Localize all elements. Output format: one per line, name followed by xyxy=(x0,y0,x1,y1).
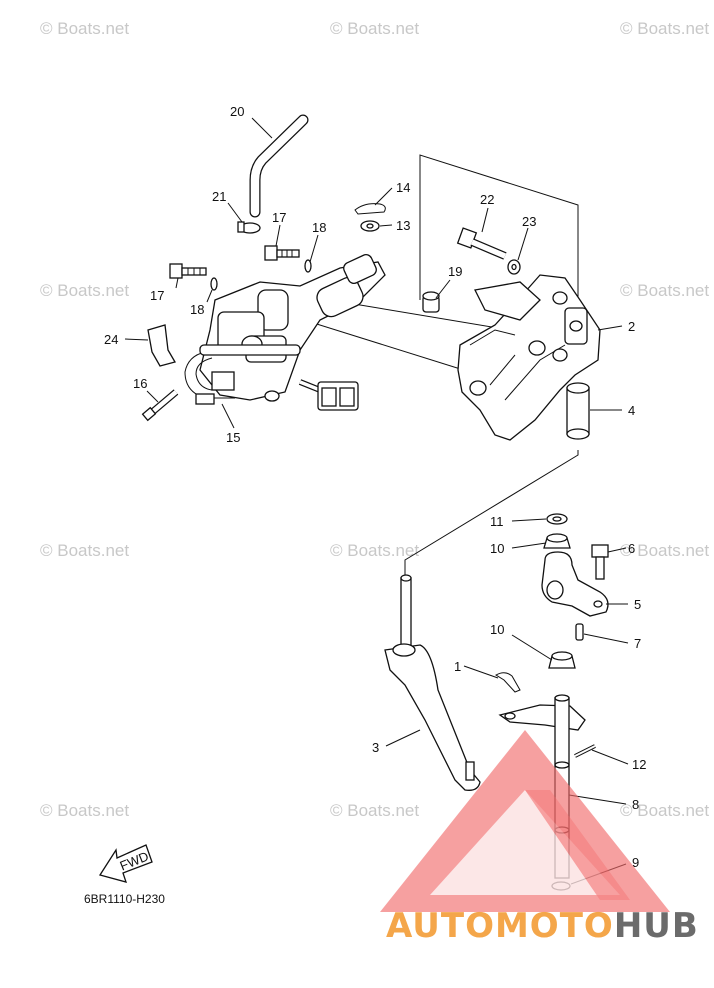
callout-10-upper: 10 xyxy=(490,541,504,556)
bracket-part-2 xyxy=(457,274,601,441)
watermark: © Boats.net xyxy=(330,19,419,38)
watermark: © Boats.net xyxy=(40,541,129,560)
watermark: © Boats.net xyxy=(620,281,709,300)
tilt-motor-part-15 xyxy=(184,254,386,411)
pin-part-12 xyxy=(574,744,596,758)
callout-9: 9 xyxy=(632,855,639,870)
callout-18-upper: 18 xyxy=(312,220,326,235)
callout-23: 23 xyxy=(522,214,536,229)
callout-19: 19 xyxy=(448,264,462,279)
clamp-part-21 xyxy=(237,221,261,234)
clip-part-1 xyxy=(495,672,521,693)
arm-part-5 xyxy=(541,551,609,617)
callout-7: 7 xyxy=(634,636,641,651)
steering-arm-part-3 xyxy=(384,574,481,791)
watermark: © Boats.net xyxy=(620,801,709,820)
washer-part-23 xyxy=(507,259,521,275)
callout-8: 8 xyxy=(632,797,639,812)
brand-logo xyxy=(380,730,670,912)
callout-11: 11 xyxy=(490,514,504,529)
bolt-part-22 xyxy=(456,227,507,260)
hose-part-20 xyxy=(249,114,309,218)
washer-part-11 xyxy=(546,513,568,525)
fwd-arrow-icon: FWD xyxy=(98,844,153,883)
callout-5: 5 xyxy=(634,597,641,612)
bolt-part-17-upper xyxy=(264,245,300,261)
watermark: © Boats.net xyxy=(620,541,709,560)
nut-part-10-upper xyxy=(543,533,571,549)
logo-triangle-slash xyxy=(525,790,630,900)
callouts: 20 21 17 18 17 18 14 13 22 23 19 2 4 24 … xyxy=(104,104,646,870)
callout-20: 20 xyxy=(230,104,244,119)
watermark: © Boats.net xyxy=(330,541,419,560)
watermark: © Boats.net xyxy=(40,281,129,300)
watermark: © Boats.net xyxy=(330,801,419,820)
callout-18-lower: 18 xyxy=(190,302,204,317)
diagram-code: 6BR1110-H230 xyxy=(84,892,165,906)
logo-triangle-inner xyxy=(430,790,620,895)
callout-17-lower: 17 xyxy=(150,288,164,303)
collar-part-19 xyxy=(422,291,440,313)
callout-15: 15 xyxy=(226,430,240,445)
callout-14: 14 xyxy=(396,180,410,195)
callout-21: 21 xyxy=(212,189,226,204)
watermark: © Boats.net xyxy=(620,19,709,38)
bolt-part-6 xyxy=(591,544,609,580)
callout-2: 2 xyxy=(628,319,635,334)
callout-17-upper: 17 xyxy=(272,210,286,225)
bushing-part-4 xyxy=(566,382,590,440)
screw-part-16 xyxy=(141,389,179,422)
brand-text-part2: HUB xyxy=(614,906,699,946)
callout-6: 6 xyxy=(628,541,635,556)
fwd-label: FWD xyxy=(118,848,151,873)
callout-12: 12 xyxy=(632,757,646,772)
callout-24: 24 xyxy=(104,332,118,347)
clip-part-14 xyxy=(354,203,386,215)
callout-4: 4 xyxy=(628,403,635,418)
callout-3: 3 xyxy=(372,740,379,755)
callout-13: 13 xyxy=(396,218,410,233)
bolt-part-17-lower xyxy=(169,263,207,279)
plate-assembly xyxy=(498,704,586,731)
callout-1: 1 xyxy=(454,659,461,674)
pin-part-7 xyxy=(575,623,584,641)
callout-10-lower: 10 xyxy=(490,622,504,637)
callout-22: 22 xyxy=(480,192,494,207)
clip-part-24 xyxy=(147,324,176,367)
watermark: © Boats.net xyxy=(40,19,129,38)
washer-part-18 xyxy=(210,259,312,291)
brand-text: AUTOMOTOHUB xyxy=(386,906,699,946)
watermark: © Boats.net xyxy=(40,801,129,820)
watermarks: © Boats.net © Boats.net © Boats.net © Bo… xyxy=(40,19,709,820)
washer-part-13 xyxy=(360,220,380,232)
brand-text-part1: AUTOMOTO xyxy=(386,906,614,946)
callout-16: 16 xyxy=(133,376,147,391)
nut-part-10-lower xyxy=(548,651,576,669)
leader-lines xyxy=(124,117,629,885)
